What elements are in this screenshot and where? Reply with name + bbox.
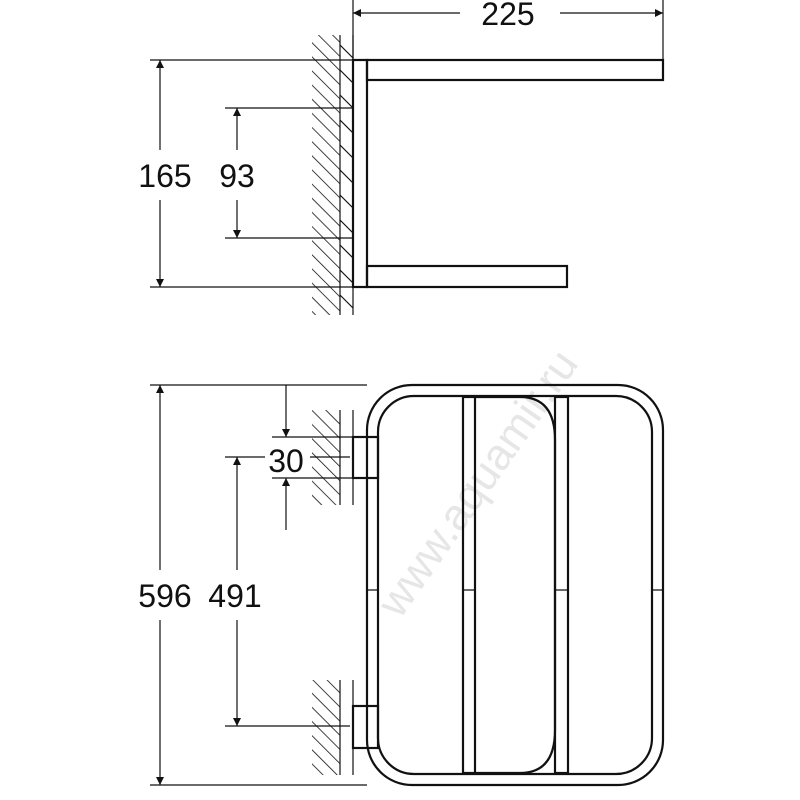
dimension-offset-30: 30 bbox=[268, 443, 304, 479]
dimension-mount-93: 93 bbox=[219, 158, 255, 194]
wall-hatch-lower bbox=[312, 680, 354, 775]
dimension-height-596: 596 bbox=[138, 578, 191, 614]
dimension-mount-491: 491 bbox=[208, 578, 261, 614]
dimension-height-165: 165 bbox=[138, 158, 191, 194]
basket-frame bbox=[365, 383, 665, 787]
front-view: 596 491 30 bbox=[138, 383, 665, 787]
wall-hatch-top bbox=[312, 35, 354, 315]
shelf-profile bbox=[351, 58, 665, 289]
top-view: 225 165 93 bbox=[138, 0, 665, 315]
dimension-width-225: 225 bbox=[481, 0, 534, 32]
